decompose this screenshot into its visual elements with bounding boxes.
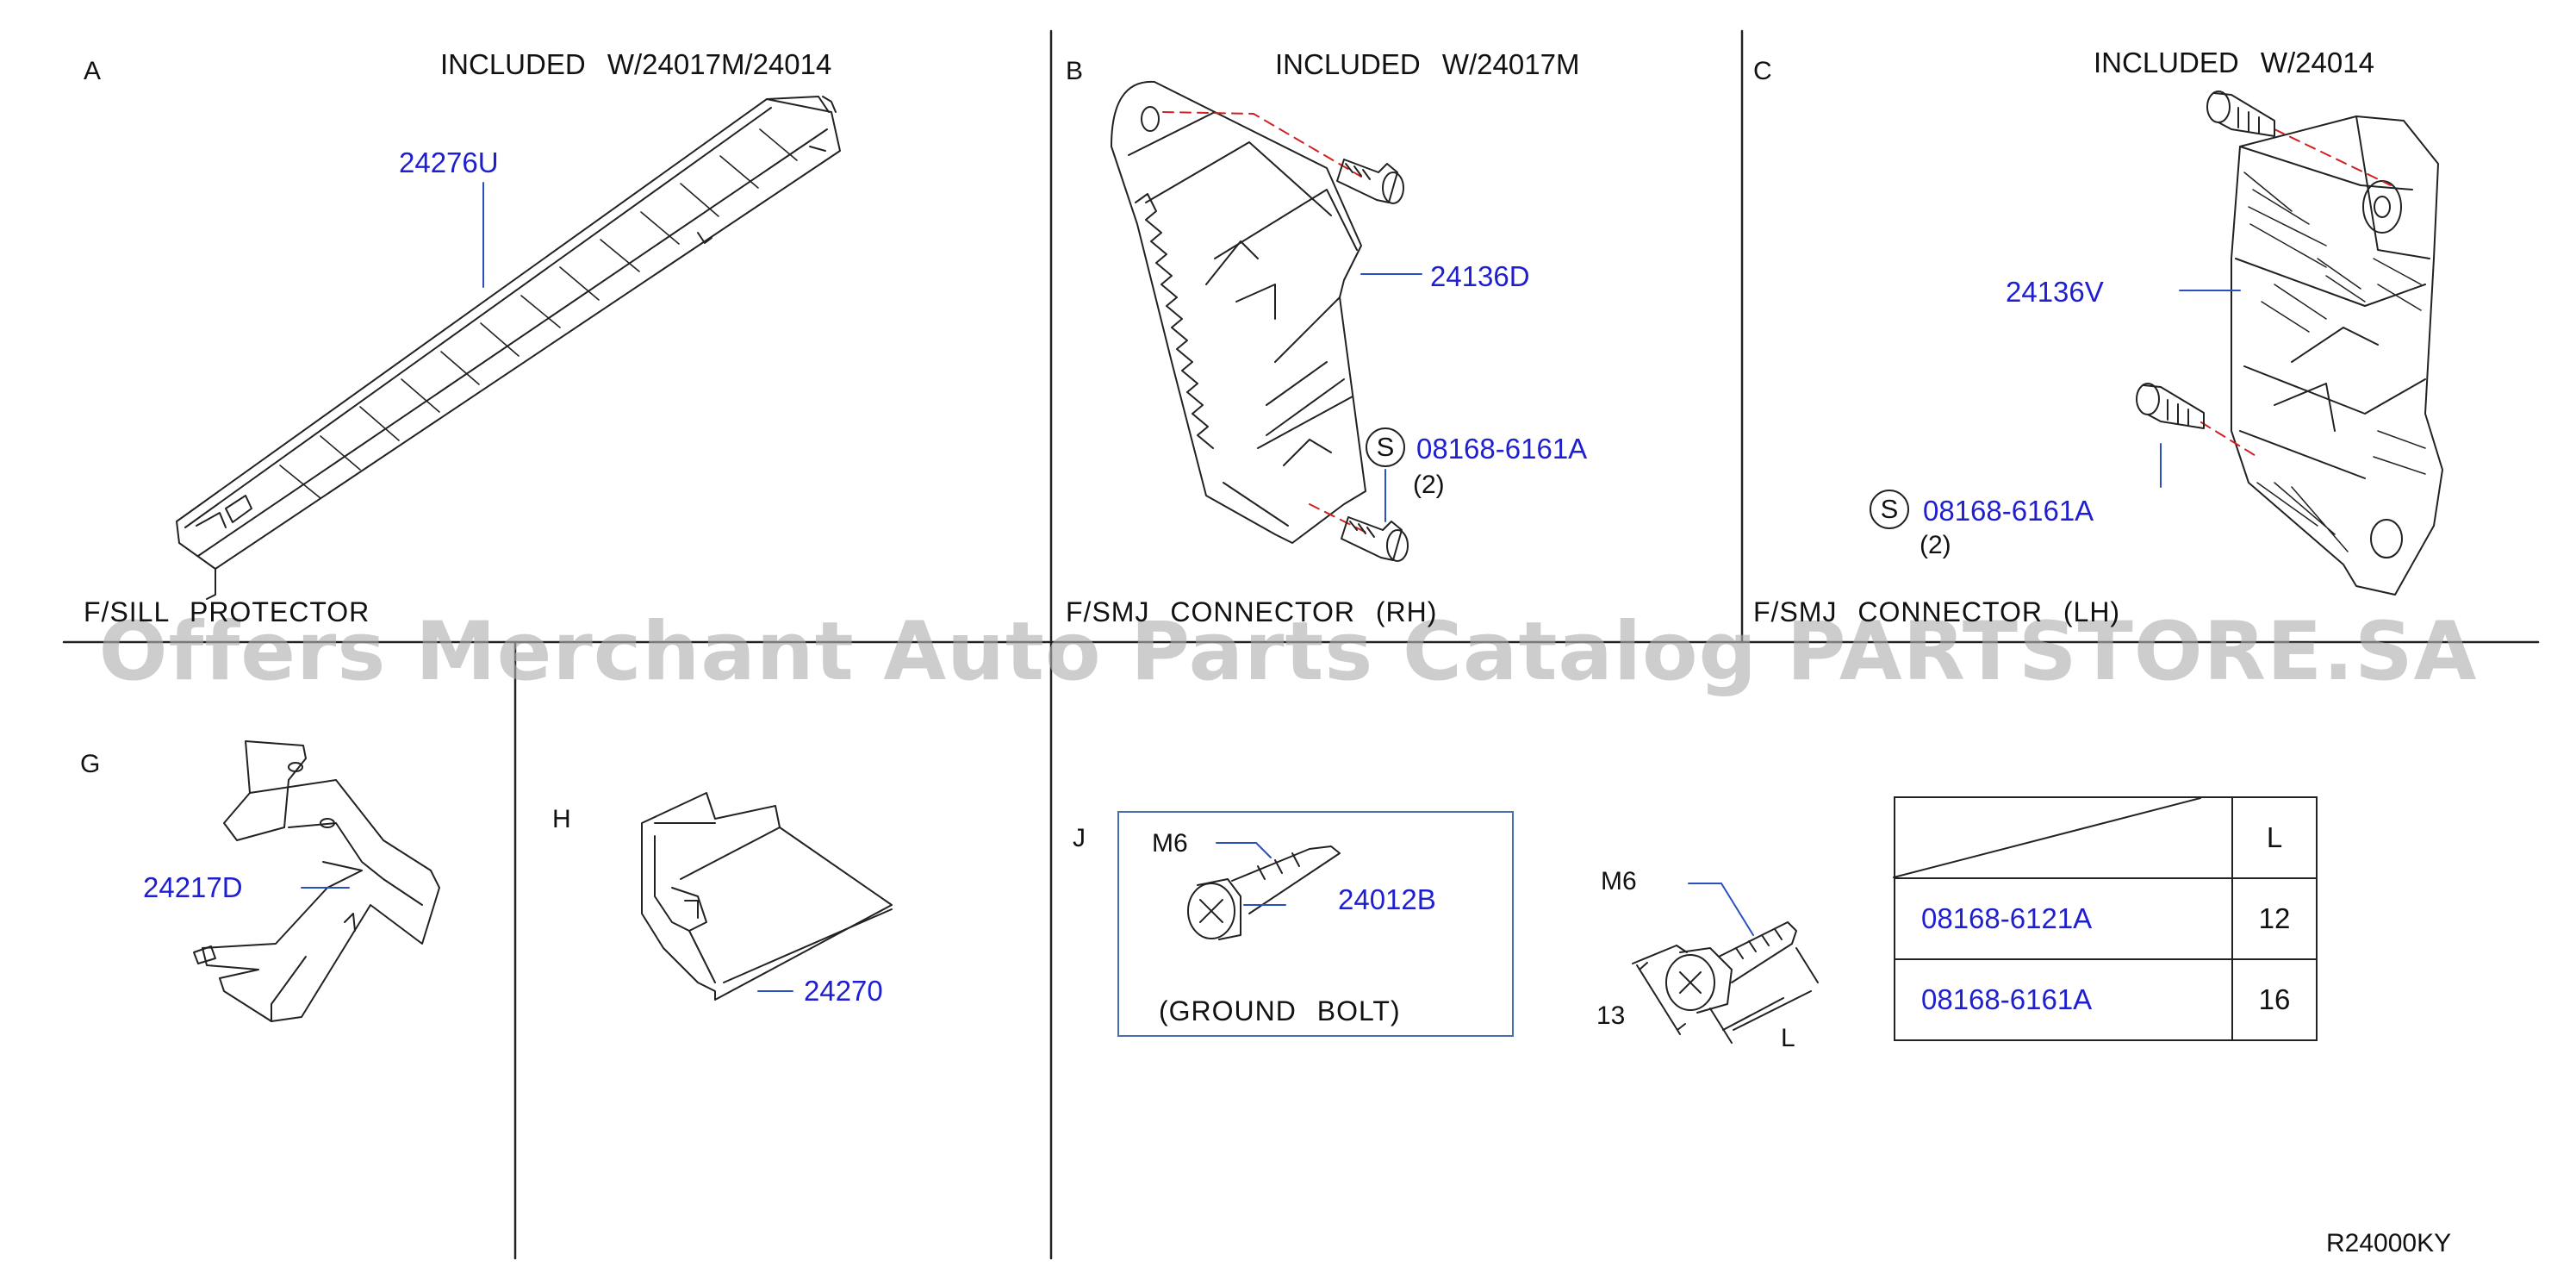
part-number-24136D[interactable]: 24136D [1430, 260, 1530, 292]
part-number-24217D[interactable]: 24217D [143, 871, 243, 903]
included-note-c: INCLUDED W/24014 [2094, 47, 2374, 78]
dash-line-b-bottom [1309, 503, 1371, 535]
table-length-value: 12 [2231, 877, 2318, 960]
screw-b-bottom [1341, 516, 1409, 562]
diagram-code: R24000KY [2326, 1229, 2452, 1257]
clip-drawing [641, 792, 893, 1001]
section-letter-h: H [552, 805, 571, 833]
dimension-length: L [1781, 1024, 1795, 1052]
section-letter-a: A [84, 57, 102, 85]
connector-rh-drawing [1111, 80, 1366, 544]
table-part-number[interactable]: 08168-6121A [1894, 877, 2233, 960]
part-number-24136V[interactable]: 24136V [2006, 276, 2104, 308]
caption-b: F/SMJ CONNECTOR (RH) [1066, 596, 1438, 627]
length-table-header-blank [1894, 796, 2233, 879]
panel-dividers [62, 29, 2540, 1260]
length-table: L 08168-6121A 12 08168-6161A 16 [1894, 796, 2318, 1041]
thread-size-bolt: M6 [1601, 867, 1637, 895]
dash-line-c-top [2274, 128, 2392, 186]
section-letter-g: G [80, 750, 101, 778]
dash-line-c-bottom [2200, 421, 2258, 458]
included-note-b: INCLUDED W/24017M [1275, 48, 1580, 80]
watermark: Offers Merchant Auto Parts Catalog PARTS… [98, 605, 2478, 699]
table-row: 08168-6161A 16 [1894, 958, 2318, 1041]
sill-protector-drawing [176, 96, 841, 600]
caption-a: F/SILL PROTECTOR [84, 596, 370, 627]
included-note-a: INCLUDED W/24017M/24014 [440, 48, 832, 80]
part-number-24270[interactable]: 24270 [804, 975, 883, 1007]
bracket-drawing [193, 740, 440, 1022]
ground-bolt-frame [1117, 811, 1514, 1037]
ground-bolt-drawing [1187, 845, 1341, 940]
screw-b-top [1336, 159, 1404, 204]
screw-c-top [2206, 90, 2275, 137]
part-number-24012B[interactable]: 24012B [1338, 883, 1436, 915]
table-row: 08168-6121A 12 [1894, 877, 2318, 960]
part-number-24276U[interactable]: 24276U [399, 147, 499, 178]
table-part-number[interactable]: 08168-6161A [1894, 958, 2233, 1041]
section-letter-c: C [1753, 57, 1772, 85]
length-table-header-l: L [2231, 796, 2318, 879]
section-letter-j: J [1073, 824, 1086, 852]
screw-symbol-c: S [1870, 490, 1909, 529]
part-number-08168-6161A-b[interactable]: 08168-6161A [1416, 433, 1588, 465]
dimension-bolt-drawing [1632, 921, 1819, 1044]
caption-c: F/SMJ CONNECTOR (LH) [1753, 596, 2121, 627]
leader-m6-bolt2 [1720, 883, 1754, 936]
screw-symbol-b: S [1366, 427, 1405, 467]
quantity-b: (2) [1413, 471, 1445, 499]
table-length-value: 16 [2231, 958, 2318, 1041]
leader-m6-j2 [1255, 842, 1272, 858]
part-number-08168-6161A-c[interactable]: 08168-6161A [1923, 495, 2094, 527]
thread-size-j: M6 [1152, 829, 1188, 858]
quantity-c: (2) [1920, 531, 1951, 559]
dash-line-b-top [1162, 111, 1362, 178]
screw-c-bottom [2136, 383, 2205, 429]
section-letter-b: B [1066, 57, 1084, 85]
connector-lh-drawing [2231, 115, 2443, 596]
ground-bolt-note: (GROUND BOLT) [1159, 995, 1401, 1026]
dimension-head: 13 [1596, 1001, 1626, 1030]
